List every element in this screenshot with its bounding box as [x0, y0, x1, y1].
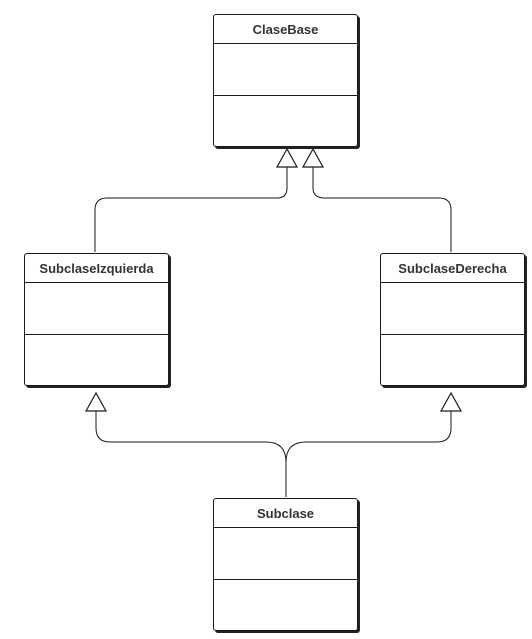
- class-name: SubclaseDerecha: [381, 254, 524, 283]
- attributes-compartment: [214, 44, 357, 96]
- methods-compartment: [214, 96, 357, 146]
- class-box-subclase[interactable]: Subclase: [213, 498, 358, 631]
- edge-right-to-base: [312, 167, 452, 252]
- class-box-subclasederecha[interactable]: SubclaseDerecha: [380, 253, 525, 386]
- inheritance-arrowhead-left-to-base: [275, 147, 299, 168]
- edge-subclase-to-left: [95, 411, 287, 497]
- attributes-compartment: [214, 528, 357, 580]
- edge-left-to-base: [94, 167, 288, 252]
- attributes-compartment: [381, 283, 524, 335]
- class-box-clasebase[interactable]: ClaseBase: [213, 14, 358, 147]
- methods-compartment: [381, 335, 524, 385]
- class-box-subclaseizquierda[interactable]: SubclaseIzquierda: [24, 253, 169, 386]
- methods-compartment: [25, 335, 168, 385]
- attributes-compartment: [25, 283, 168, 335]
- inheritance-arrowhead-right-to-base: [301, 147, 325, 168]
- class-name: SubclaseIzquierda: [25, 254, 168, 283]
- inheritance-arrowhead-subclase-to-right: [439, 391, 463, 412]
- methods-compartment: [214, 580, 357, 630]
- class-name: ClaseBase: [214, 15, 357, 44]
- class-name: Subclase: [214, 499, 357, 528]
- edge-subclase-to-right: [285, 411, 452, 463]
- inheritance-arrowhead-subclase-to-left: [84, 391, 108, 412]
